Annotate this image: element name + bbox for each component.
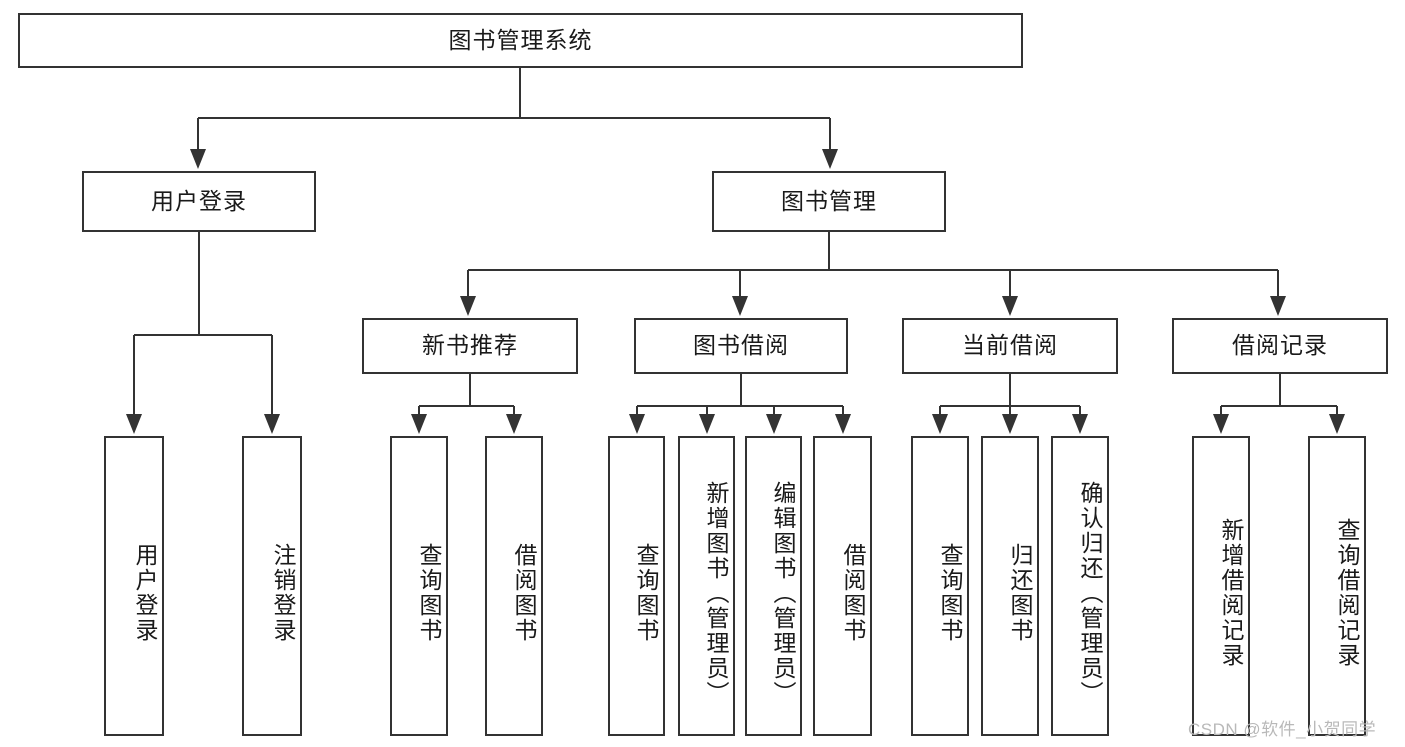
node-leaf-add-book[interactable]: 新增图书（管理员） xyxy=(678,436,735,736)
node-label: 图书管理 xyxy=(781,187,877,214)
node-label: 新书推荐 xyxy=(422,332,518,359)
node-leaf-query-record[interactable]: 查询借阅记录 xyxy=(1308,436,1366,736)
node-label: 编辑图书（管理员） xyxy=(770,480,796,706)
node-borrow-record[interactable]: 借阅记录 xyxy=(1172,318,1388,374)
node-label: 新增借阅记录 xyxy=(1218,518,1244,668)
node-root[interactable]: 图书管理系统 xyxy=(18,13,1023,68)
node-leaf-confirm-return[interactable]: 确认归还（管理员） xyxy=(1051,436,1109,736)
node-user-login[interactable]: 用户登录 xyxy=(82,171,316,232)
node-label: 查询借阅记录 xyxy=(1334,518,1360,668)
node-label: 查询图书 xyxy=(633,543,659,643)
node-label: 用户登录 xyxy=(151,187,247,214)
node-current-borrow[interactable]: 当前借阅 xyxy=(902,318,1118,374)
node-leaf-borrow-book[interactable]: 借阅图书 xyxy=(813,436,872,736)
node-leaf-user-login[interactable]: 用户登录 xyxy=(104,436,164,736)
node-label: 归还图书 xyxy=(1007,543,1033,643)
node-leaf-borrow-book-rec[interactable]: 借阅图书 xyxy=(485,436,543,736)
watermark: CSDN @软件_小贺同学 xyxy=(1188,720,1377,739)
node-leaf-query-book-rec[interactable]: 查询图书 xyxy=(390,436,448,736)
node-leaf-add-record[interactable]: 新增借阅记录 xyxy=(1192,436,1250,736)
node-leaf-logout[interactable]: 注销登录 xyxy=(242,436,302,736)
node-label: 用户登录 xyxy=(132,543,158,643)
node-label: 确认归还（管理员） xyxy=(1077,480,1103,706)
node-label: 借阅记录 xyxy=(1232,332,1328,359)
node-new-book-rec[interactable]: 新书推荐 xyxy=(362,318,578,374)
node-leaf-return-book[interactable]: 归还图书 xyxy=(981,436,1039,736)
node-label: 当前借阅 xyxy=(962,332,1058,359)
node-label: 新增图书（管理员） xyxy=(703,480,729,706)
node-book-borrow[interactable]: 图书借阅 xyxy=(634,318,848,374)
node-label: 查询图书 xyxy=(416,543,442,643)
node-leaf-edit-book[interactable]: 编辑图书（管理员） xyxy=(745,436,802,736)
node-label: 注销登录 xyxy=(270,543,296,643)
node-label: 借阅图书 xyxy=(511,543,537,643)
node-book-manage[interactable]: 图书管理 xyxy=(712,171,946,232)
node-label: 图书借阅 xyxy=(693,332,789,359)
node-label: 借阅图书 xyxy=(840,543,866,643)
node-leaf-query-book-borrow[interactable]: 查询图书 xyxy=(608,436,665,736)
node-leaf-query-book-cur[interactable]: 查询图书 xyxy=(911,436,969,736)
node-label: 查询图书 xyxy=(937,543,963,643)
node-label: 图书管理系统 xyxy=(448,26,593,53)
